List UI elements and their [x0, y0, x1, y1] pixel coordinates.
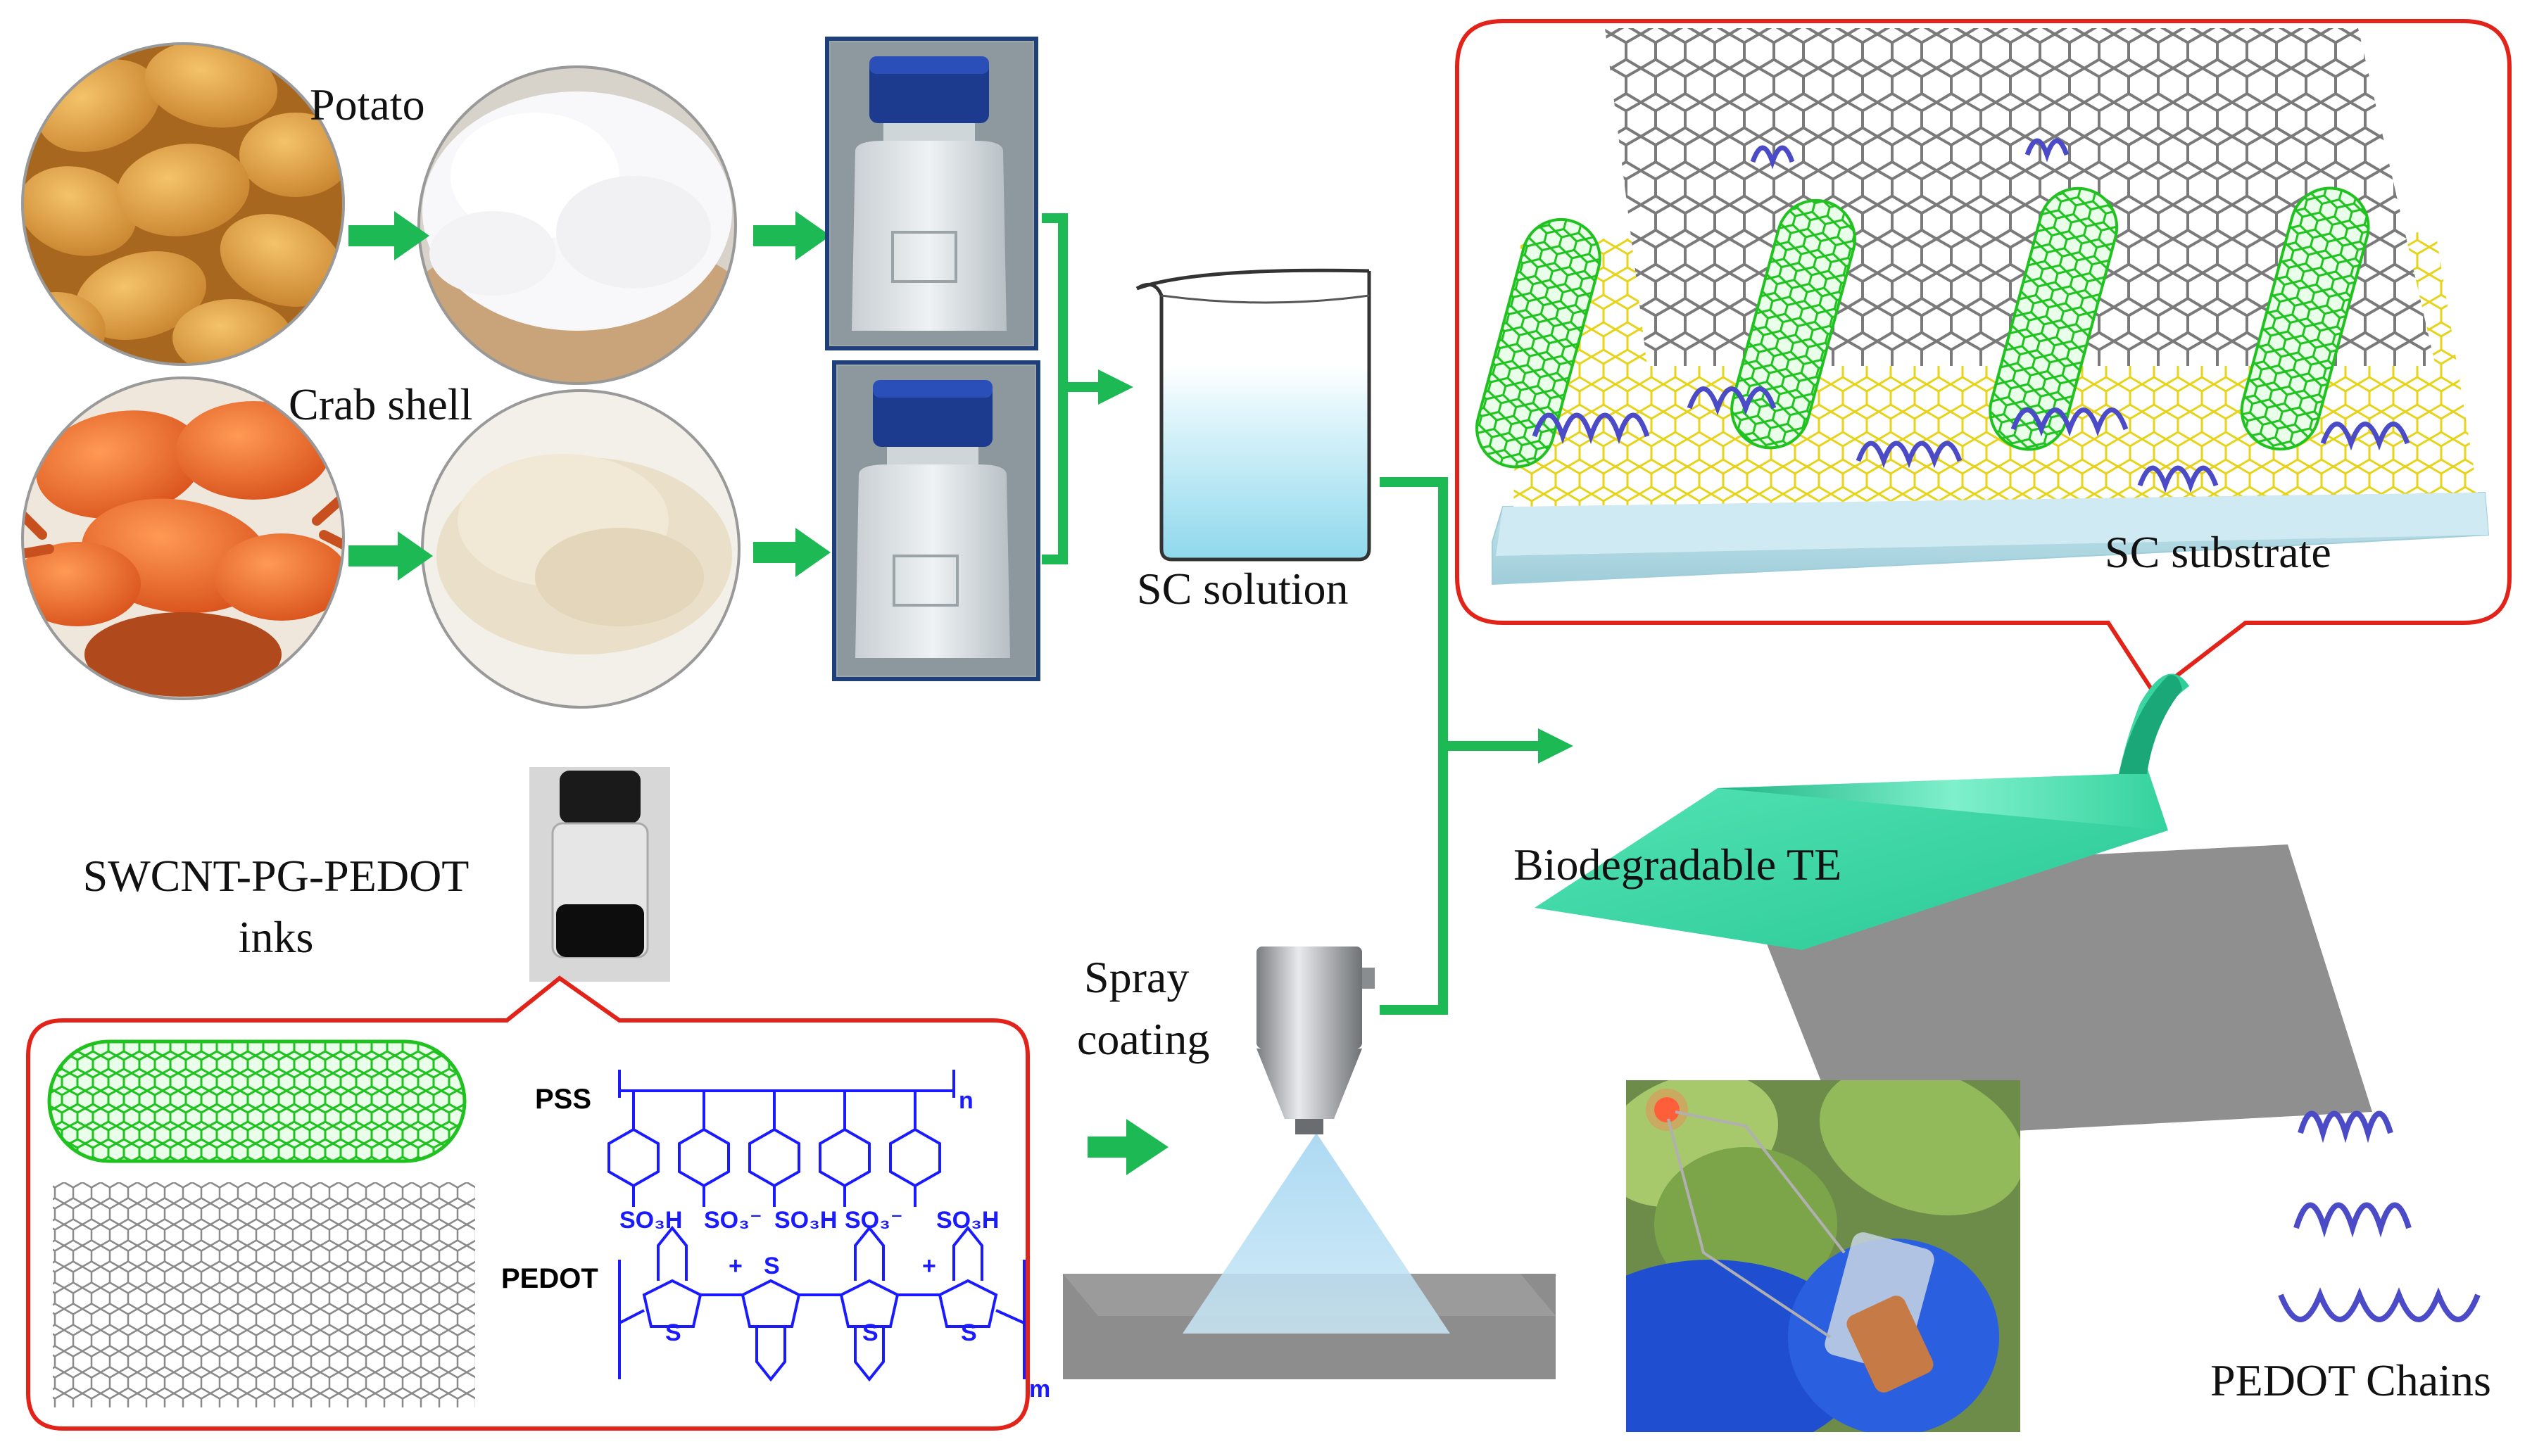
pedot-repeat-m: m	[1029, 1376, 1050, 1403]
sc-substrate-label: SC substrate	[2105, 527, 2331, 577]
pedot-coil-icon	[2278, 1110, 2481, 1322]
ink-label-line2: inks	[238, 912, 314, 962]
beaker-icon	[1135, 268, 1371, 562]
so3h-label-3: SO₃H	[936, 1207, 999, 1234]
flow-lines	[1380, 477, 1542, 1015]
starch-powder-photo	[417, 65, 737, 385]
pss-repeat-n: n	[959, 1087, 974, 1114]
ink-label-line1: SWCNT-PG-PEDOT	[82, 851, 470, 901]
ink-vial-icon	[529, 767, 670, 982]
process-arrows	[348, 211, 831, 581]
crab-shell-label: Crab shell	[289, 379, 473, 429]
pss-label: PSS	[535, 1084, 591, 1115]
merge-arrow-head	[1098, 369, 1133, 405]
merge-arrow	[1042, 213, 1102, 564]
ink-composition-callout: PSS PEDOT n m SO₃H SO₃⁻ SO₃H SO₃⁻ SO₃H S…	[26, 975, 1050, 1431]
spray-nozzle-icon	[1063, 947, 1556, 1379]
graphene-sheet-icon	[53, 1182, 475, 1407]
reagent-bottle-icon	[825, 37, 1038, 350]
so3minus-label-2: SO₃⁻	[845, 1207, 903, 1234]
chitosan-powder-photo	[421, 389, 741, 709]
pedot-label: PEDOT	[501, 1263, 598, 1294]
so3minus-label-1: SO₃⁻	[704, 1207, 762, 1234]
te-film-icon	[1535, 673, 2372, 1140]
potato-label: Potato	[310, 80, 425, 129]
pedot-structure	[618, 1225, 1026, 1382]
pedot-chains-label: PEDOT Chains	[2210, 1355, 2491, 1405]
to-spray-arrow	[1088, 1119, 1169, 1175]
plus-charge-1: +	[729, 1253, 743, 1279]
pss-structure	[607, 1070, 955, 1207]
swcnt-icon	[47, 1039, 467, 1163]
thiophene-s-4: S	[961, 1319, 977, 1346]
reagent-bottle-icon	[832, 360, 1040, 681]
biodegradable-te-label: Biodegradable TE	[1513, 840, 1842, 890]
sc-solution-label: SC solution	[1137, 564, 1349, 614]
crab-photo	[21, 376, 345, 700]
thiophene-s-1: S	[665, 1319, 681, 1346]
potato-photo	[21, 42, 345, 366]
spray-label-line1: Spray	[1084, 952, 1190, 1002]
plus-charge-2: +	[922, 1253, 936, 1279]
sc-substrate-callout	[1455, 19, 2512, 697]
so3h-label-1: SO₃H	[619, 1207, 682, 1234]
spray-label-line2: coating	[1077, 1014, 1210, 1064]
to-te-arrow-head	[1538, 728, 1573, 764]
led-demo-photo	[1626, 1080, 2020, 1432]
thiophene-s-2: S	[764, 1253, 780, 1279]
so3h-label-2: SO₃H	[774, 1207, 837, 1234]
thiophene-s-3: S	[862, 1319, 878, 1346]
